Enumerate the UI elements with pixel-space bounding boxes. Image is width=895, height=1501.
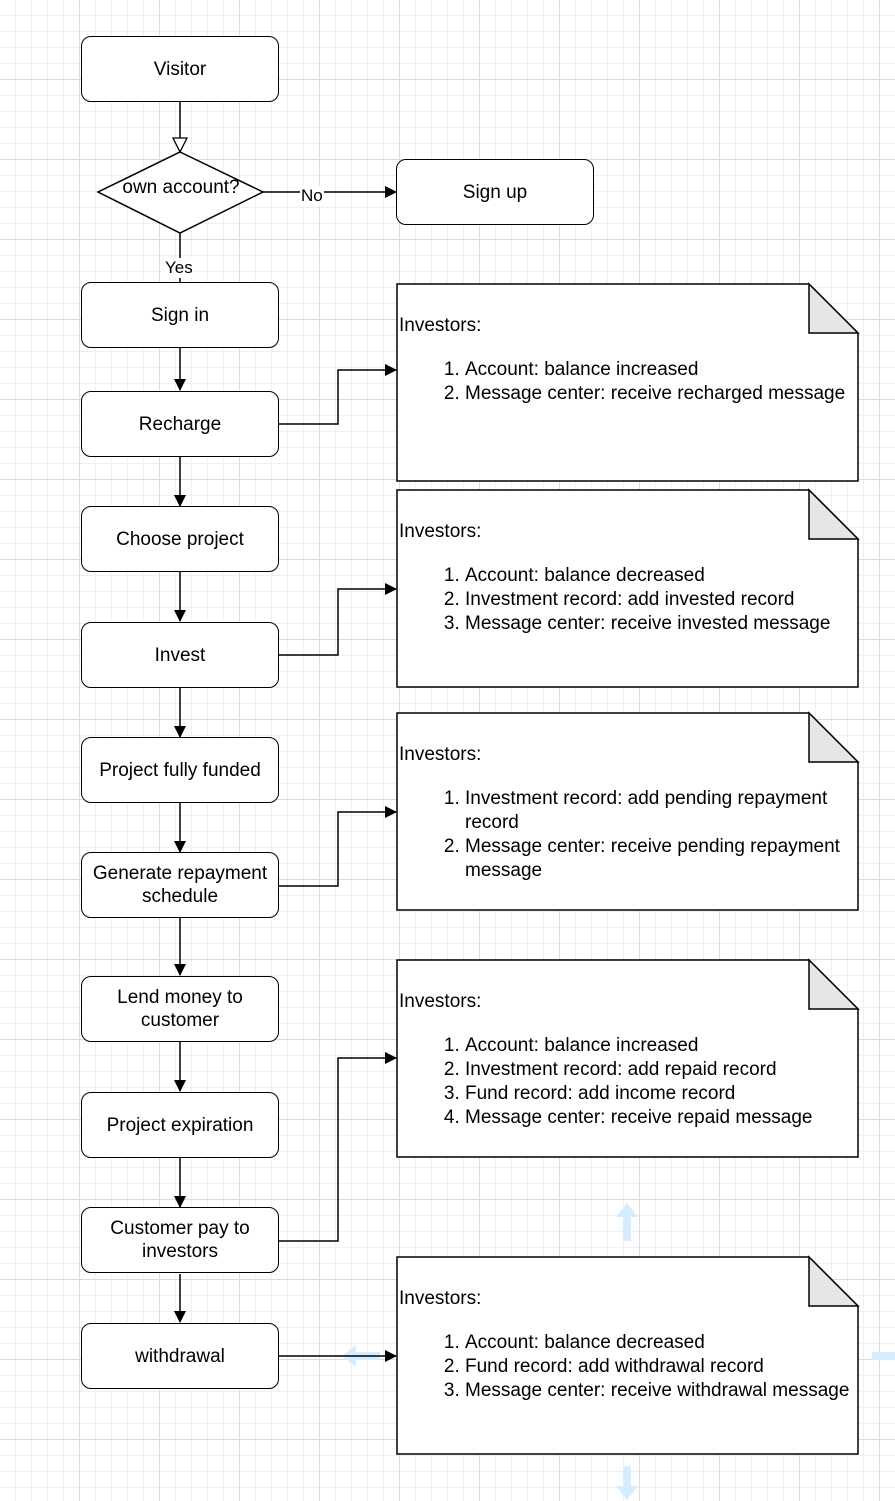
connector-generate-note — [279, 806, 397, 887]
note-item: Account: balance decreased — [465, 564, 856, 588]
note-shape-customer-pay — [396, 959, 859, 1158]
step-customer-pay[interactable]: Customer pay to investors — [81, 1207, 279, 1273]
note-shape-withdrawal — [396, 1256, 859, 1455]
note-item: Investment record: add pending repayment… — [465, 787, 856, 835]
connector-invest-note — [279, 583, 397, 656]
arrow-down-hint-icon — [616, 1466, 638, 1500]
note-shape-invest — [396, 489, 859, 688]
step-invest[interactable]: Invest — [81, 622, 279, 688]
note-item: Investment record: add repaid record — [465, 1058, 856, 1082]
note-list: Account: balance decreased Investment re… — [396, 564, 856, 636]
decision-question: own account? — [122, 177, 240, 198]
arrow-right-hint-icon — [872, 1352, 895, 1360]
note-item: Message center: receive invested message — [465, 612, 856, 636]
step-lend-money[interactable]: Lend money to customer — [81, 976, 279, 1042]
note-list: Account: balance decreased Fund record: … — [396, 1331, 856, 1403]
connector-customer-note — [279, 1052, 397, 1242]
note-item: Account: balance decreased — [465, 1331, 856, 1355]
note-title: Investors: — [399, 744, 482, 765]
note-item: Message center: receive repaid message — [465, 1106, 856, 1130]
note-item: Account: balance increased — [465, 358, 856, 382]
note-fold-customer-pay — [808, 958, 860, 1010]
step-sign-in[interactable]: Sign in — [81, 282, 279, 348]
step-choose-project[interactable]: Choose project — [81, 506, 279, 572]
step-recharge[interactable]: Recharge — [81, 391, 279, 457]
step-generate-repayment-schedule[interactable]: Generate repayment schedule — [81, 852, 279, 918]
note-item: Message center: receive pending repaymen… — [465, 835, 856, 883]
step-project-expiration[interactable]: Project expiration — [81, 1092, 279, 1158]
note-list: Account: balance increased Message cente… — [396, 358, 856, 406]
step-project-fully-funded[interactable]: Project fully funded — [81, 737, 279, 803]
note-fold-generate — [808, 711, 860, 763]
note-shape-generate — [396, 712, 859, 911]
note-title: Investors: — [399, 315, 482, 336]
note-fold-invest — [808, 488, 860, 540]
edge-label-yes: Yes — [164, 258, 194, 278]
note-shape-recharge — [396, 283, 859, 482]
note-fold-recharge — [808, 282, 860, 334]
note-item: Fund record: add income record — [465, 1082, 856, 1106]
arrow-up-hint-icon — [616, 1203, 638, 1241]
edge-label-no: No — [300, 186, 324, 206]
step-sign-up[interactable]: Sign up — [396, 159, 594, 225]
step-visitor[interactable]: Visitor — [81, 36, 279, 102]
note-title: Investors: — [399, 991, 482, 1012]
note-item: Investment record: add invested record — [465, 588, 856, 612]
note-list: Account: balance increased Investment re… — [396, 1034, 856, 1130]
note-item: Fund record: add withdrawal record — [465, 1355, 856, 1379]
note-item: Message center: receive withdrawal messa… — [465, 1379, 856, 1403]
note-title: Investors: — [399, 1288, 482, 1309]
note-fold-withdrawal — [808, 1255, 860, 1307]
note-item: Message center: receive recharged messag… — [465, 382, 856, 406]
connector-recharge-note — [279, 364, 397, 425]
note-item: Account: balance increased — [465, 1034, 856, 1058]
note-title: Investors: — [399, 521, 482, 542]
note-list: Investment record: add pending repayment… — [396, 787, 856, 883]
step-withdrawal[interactable]: withdrawal — [81, 1323, 279, 1389]
